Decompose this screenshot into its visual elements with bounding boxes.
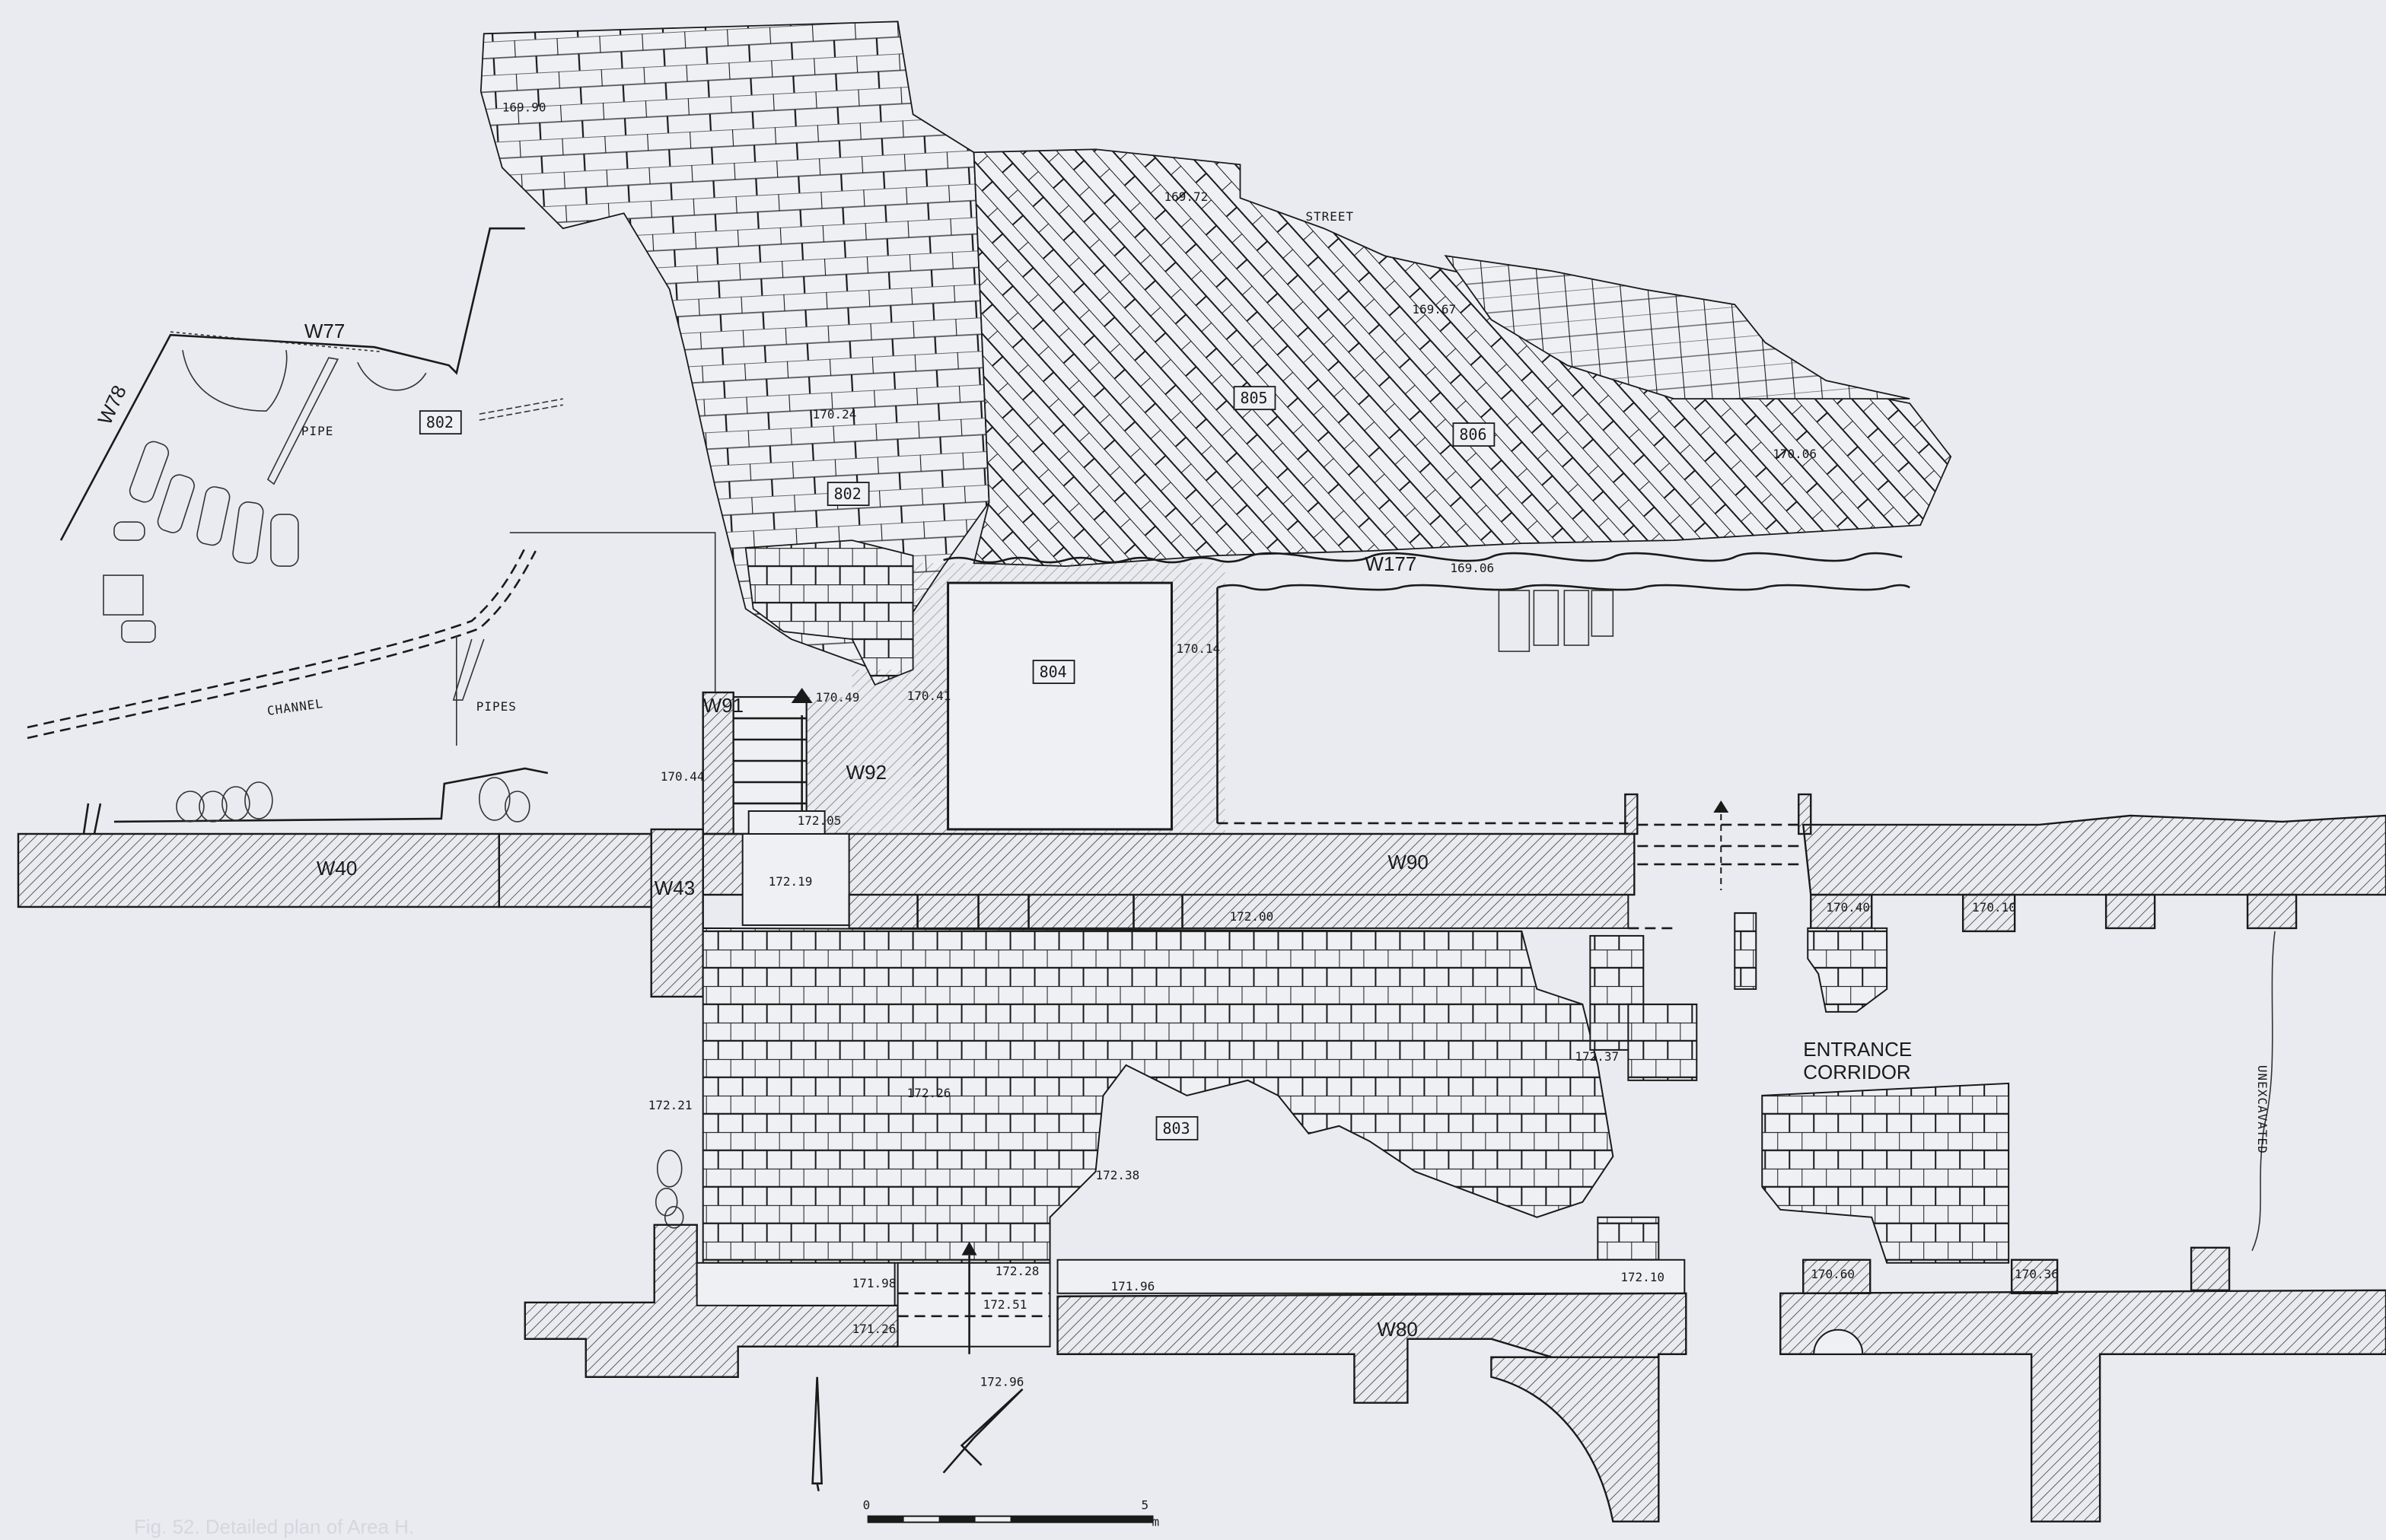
elevation: 170.36 [2015, 1267, 2059, 1281]
w177-wall [943, 552, 1910, 825]
elevation: 172.37 [1575, 1049, 1619, 1064]
label-street: STREET [1305, 209, 1354, 224]
room-804 [913, 563, 1225, 837]
elevation: 172.26 [907, 1086, 951, 1100]
elevation: 170.14 [1177, 641, 1221, 656]
locus-804: 804 [1040, 663, 1067, 681]
room-w77-w78 [59, 227, 563, 643]
label-w90: W90 [1387, 851, 1428, 873]
locus-labels: 802 802 805 806 804 803 [419, 386, 1496, 1141]
wall-east [1801, 814, 2386, 896]
wall-w90 [702, 832, 1636, 896]
locus-806: 806 [1459, 425, 1486, 444]
elevation: 171.96 [1111, 1279, 1155, 1293]
label-pipe: PIPE [301, 424, 334, 438]
locus-805: 805 [1240, 389, 1267, 407]
elevation: 170.44 [661, 769, 705, 784]
pipe-drawing [266, 357, 339, 485]
gate-gap [1628, 800, 1804, 930]
channel-area [27, 532, 716, 835]
figure-caption: Fig. 52. Detailed plan of Area H. [134, 1516, 414, 1538]
locus-802-west: 802 [426, 413, 454, 431]
wall-labels: W77 W78 W177 W91 W92 W40 W43 W90 W80 [93, 320, 1429, 1341]
elevation: 172.19 [769, 874, 813, 889]
label-w80: W80 [1377, 1318, 1417, 1341]
unexcavated-edge [2251, 931, 2276, 1252]
elevation: 172.10 [1620, 1270, 1664, 1284]
wall-w40 [17, 832, 500, 908]
elevation: 170.49 [816, 690, 860, 705]
elevation: 170.40 [1826, 900, 1870, 915]
wall-w43 [650, 828, 704, 998]
paving-806-kerb [1444, 255, 1910, 400]
elevation-labels: 169.90 169.72 169.67 170.06 170.24 169.0… [502, 100, 2059, 1389]
elevation: 171.26 [852, 1322, 897, 1336]
elevation: 171.98 [852, 1276, 897, 1290]
elevation: 170.60 [1811, 1267, 1855, 1281]
elevation: 172.05 [798, 813, 842, 828]
north-arrow [811, 1376, 1024, 1491]
elevation: 169.90 [502, 100, 546, 114]
south-wall-w80 [524, 931, 2386, 1522]
label-w92: W92 [846, 761, 887, 784]
paving-803-fragments [1589, 934, 1698, 1261]
elevation: 172.21 [648, 1098, 693, 1112]
elevation: 169.06 [1450, 561, 1494, 575]
elevation: 170.24 [813, 407, 857, 422]
south-arrow [961, 1241, 977, 1354]
elevation: 172.38 [1096, 1168, 1140, 1182]
scale-start: 0 [863, 1498, 871, 1513]
elevation: 170.06 [1773, 447, 1817, 461]
label-entrance: ENTRANCE [1803, 1038, 1912, 1061]
elevation: 170.10 [1972, 900, 2016, 915]
locus-803: 803 [1163, 1119, 1190, 1138]
elevation: 172.00 [1229, 909, 1273, 924]
scale-unit: m [1152, 1515, 1161, 1529]
label-w40: W40 [317, 857, 357, 880]
label-w177: W177 [1365, 552, 1416, 575]
label-w43: W43 [655, 877, 695, 899]
elevation: 169.72 [1164, 189, 1209, 204]
elevation: 172.51 [983, 1297, 1027, 1312]
label-pipes: PIPES [476, 699, 517, 714]
north-wall-line [17, 793, 2386, 998]
label-unexcavated: UNEXCAVATED [2255, 1065, 2270, 1154]
elevation: 170.41 [907, 689, 951, 703]
paving-802-north [479, 21, 990, 671]
elevation: 172.28 [995, 1264, 1040, 1278]
entrance-corridor-paving [1734, 912, 2010, 1264]
stones [103, 441, 299, 643]
street-paving [479, 21, 1952, 686]
scale-bar: 0 5 m [863, 1498, 1161, 1529]
scale-end: 5 [1142, 1498, 1150, 1513]
elevation: 169.67 [1412, 302, 1456, 317]
label-w77: W77 [304, 320, 345, 342]
locus-802: 802 [834, 485, 862, 503]
elevation: 172.96 [980, 1375, 1024, 1389]
label-w91: W91 [703, 694, 744, 717]
label-corridor: CORRIDOR [1803, 1061, 1910, 1083]
